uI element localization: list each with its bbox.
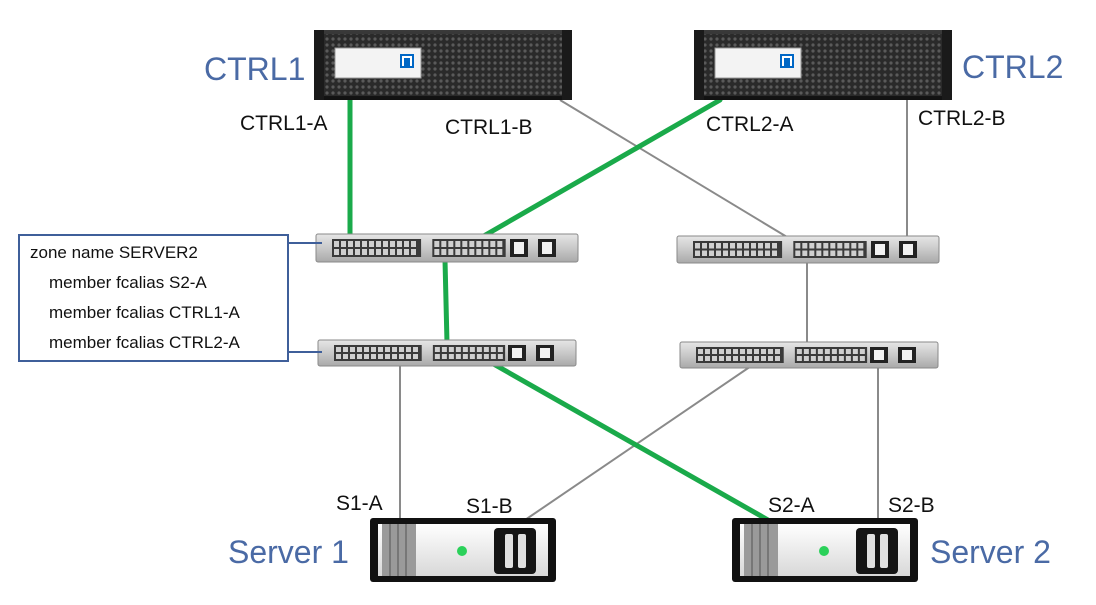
zone-title: zone name SERVER2 xyxy=(30,243,198,262)
cable-switch-a1-switch-a2 xyxy=(442,257,450,346)
server-1-drive-bay xyxy=(494,528,536,574)
controller-ctrl1 xyxy=(314,30,572,100)
controller-ctrl2 xyxy=(694,30,952,100)
ctrl2-label: CTRL2 xyxy=(962,49,1063,85)
ctrl2-a-port-label: CTRL2-A xyxy=(706,113,794,136)
server-2-label: Server 2 xyxy=(930,534,1051,570)
s1-b-port-label: S1-B xyxy=(466,495,513,518)
ctrl2-b-port-label: CTRL2-B xyxy=(918,107,1006,130)
fc-switch-b1 xyxy=(676,235,940,264)
server-2-drive-bay xyxy=(856,528,898,574)
server-1-label: Server 1 xyxy=(228,534,349,570)
server-2 xyxy=(732,518,918,582)
ctrl1-label: CTRL1 xyxy=(204,51,305,87)
zone-config-box: zone name SERVER2 member fcalias S2-A me… xyxy=(18,234,322,362)
standard-cables xyxy=(399,99,908,521)
server-2-status-led-icon xyxy=(819,546,829,556)
ctrl1-b-port-label: CTRL1-B xyxy=(445,116,533,139)
zoned-cables xyxy=(347,95,771,523)
fc-switch-a1 xyxy=(315,233,579,263)
ctrl1-a-port-label: CTRL1-A xyxy=(240,112,328,135)
server-1-status-led-icon xyxy=(457,546,467,556)
cable-ctrl1b-switch-b1 xyxy=(559,99,793,241)
s2-a-port-label: S2-A xyxy=(768,494,815,517)
cable-ctrl2a-switch-a1 xyxy=(479,97,723,240)
zone-member: member fcalias S2-A xyxy=(49,273,207,292)
s2-b-port-label: S2-B xyxy=(888,494,935,517)
zone-member: member fcalias CTRL2-A xyxy=(49,333,240,352)
zone-config-frame xyxy=(18,234,289,362)
server-1 xyxy=(370,518,556,582)
fc-switches xyxy=(315,233,940,369)
cable-s1b-switch-b2 xyxy=(524,361,758,521)
s1-a-port-label: S1-A xyxy=(336,492,383,515)
fc-switch-a2 xyxy=(317,339,577,367)
zone-member: member fcalias CTRL1-A xyxy=(49,303,240,322)
cable-s2a-switch-a2 xyxy=(487,359,771,523)
fc-switch-b2 xyxy=(679,341,939,369)
